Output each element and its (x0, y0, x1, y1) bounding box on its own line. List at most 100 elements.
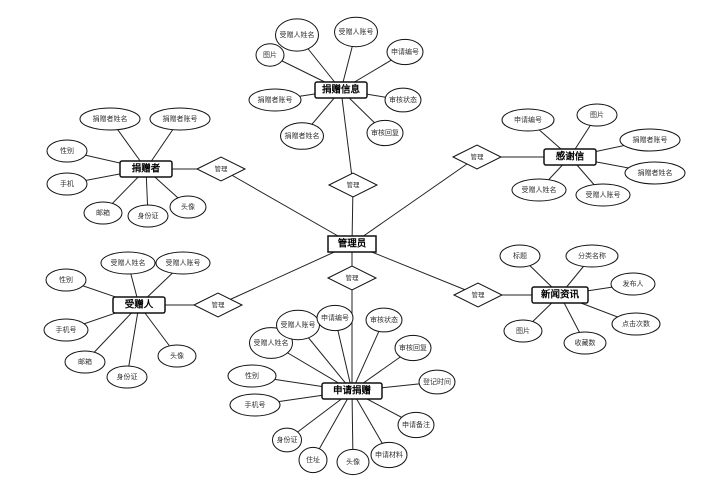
attribute-ellipse (127, 204, 169, 228)
connector-line (217, 243, 353, 306)
attribute-label: 住址 (306, 455, 320, 464)
attribute-label: 审核回复 (399, 343, 427, 352)
entity-box (321, 382, 383, 400)
relationship-label: 管理 (472, 290, 486, 299)
relationship-label: 管理 (215, 164, 229, 173)
entity-label: 捐赠信息 (322, 84, 361, 96)
attribute-ellipse (64, 350, 106, 374)
attribute-ellipse (255, 43, 285, 67)
entity-label: 新闻资讯 (541, 289, 580, 301)
attribute-label: 受赠人账号 (281, 320, 316, 329)
attribute-ellipse (386, 38, 424, 66)
attribute-ellipse (624, 161, 686, 185)
entity-label: 感谢信 (556, 151, 585, 163)
attribute-label: 头像 (170, 351, 184, 360)
attribute-label: 收藏数 (575, 338, 596, 347)
attribute-ellipse (249, 327, 293, 359)
connector-line (340, 89, 354, 186)
attribute-label: 受赠人账号 (586, 190, 621, 199)
attribute-ellipse (106, 365, 148, 389)
attribute-ellipse (384, 87, 422, 113)
attribute-ellipse (229, 393, 281, 417)
connector-line (351, 156, 478, 245)
entity-label: 申请捐赠 (333, 385, 371, 397)
attribute-label: 受赠人账号 (166, 258, 201, 267)
attribute-ellipse (370, 441, 408, 469)
attribute-ellipse (366, 119, 404, 147)
entity-label: 受赠人 (125, 299, 154, 311)
attribute-label: 图片 (590, 110, 604, 119)
attribute-ellipse (46, 139, 88, 163)
attribute-ellipse (155, 251, 211, 275)
entity-box (112, 296, 166, 314)
attribute-label: 手机号 (245, 400, 266, 409)
attribute-label: 标题 (513, 251, 527, 260)
attribute-label: 申请编号 (514, 115, 542, 124)
relationship-diamond (326, 265, 378, 291)
attribute-ellipse (280, 122, 324, 150)
attribute-ellipse (563, 331, 607, 355)
attribute-ellipse (169, 195, 207, 219)
attribute-ellipse (397, 411, 435, 439)
attribute-label: 申请编号 (321, 313, 349, 322)
attribute-ellipse (83, 201, 123, 225)
attribute-ellipse (611, 312, 661, 336)
entity-box-center (327, 235, 377, 253)
attribute-label: 捐赠者姓名 (285, 131, 320, 140)
attribute-ellipse (501, 108, 555, 132)
attribute-ellipse (418, 369, 456, 395)
attribute-ellipse (511, 178, 567, 202)
attribute-ellipse (149, 107, 211, 131)
attribute-label: 审核状态 (389, 95, 417, 104)
attribute-ellipse (298, 446, 328, 474)
attribute-label: 受赠人账号 (339, 27, 374, 36)
attribute-label: 头像 (181, 202, 195, 211)
attribute-label: 手机 (60, 179, 74, 188)
attribute-ellipse (576, 103, 618, 127)
relationship-label: 管理 (347, 180, 361, 189)
attribute-label: 申请编号 (391, 47, 419, 56)
attribute-label: 受赠人姓名 (522, 185, 557, 194)
attribute-label: 图片 (516, 326, 530, 335)
attribute-label: 捐赠者账号 (163, 114, 198, 123)
attribute-label: 受赠人姓名 (280, 30, 315, 39)
attribute-ellipse (365, 307, 403, 333)
attribute-label: 登记时间 (423, 377, 451, 386)
attribute-ellipse (619, 128, 681, 152)
attribute-ellipse (248, 88, 302, 112)
attribute-label: 邮箱 (96, 208, 110, 217)
attribute-ellipse (43, 318, 89, 342)
attribute-ellipse (100, 251, 156, 275)
attribute-label: 手机号 (56, 325, 77, 334)
entity-box (119, 160, 173, 178)
attribute-label: 性别 (59, 275, 73, 284)
entity-box (314, 81, 368, 99)
attribute-label: 申请材料 (375, 450, 403, 459)
relationship-diamond (192, 292, 244, 318)
attribute-label: 身份证 (277, 435, 298, 444)
attribute-label: 捐赠者姓名 (638, 168, 673, 177)
attribute-ellipse (275, 18, 319, 52)
attribute-label: 点击次数 (622, 319, 650, 328)
entity-label: 捐赠者 (132, 163, 161, 175)
attribute-label: 捐赠者账号 (258, 95, 293, 104)
attribute-label: 捐赠者姓名 (93, 114, 128, 123)
center-entity-label: 管理员 (338, 238, 367, 250)
attribute-label: 捐赠者账号 (633, 135, 668, 144)
attribute-label: 审核回复 (371, 128, 399, 137)
attribute-ellipse (272, 427, 302, 453)
attribute-ellipse (157, 344, 197, 368)
attribute-ellipse (316, 304, 354, 332)
entity-box (543, 148, 597, 166)
attribute-label: 审核状态 (370, 315, 398, 324)
relationship-diamond (327, 172, 379, 198)
relationship-diamond (451, 144, 503, 170)
entity-box (531, 286, 589, 304)
attribute-label: 性别 (245, 371, 259, 380)
attribute-label: 申请备注 (402, 420, 430, 429)
attribute-ellipse (45, 268, 87, 292)
relationship-diamond (195, 156, 247, 182)
attribute-label: 图片 (263, 50, 277, 59)
relationship-diamond (452, 282, 504, 308)
